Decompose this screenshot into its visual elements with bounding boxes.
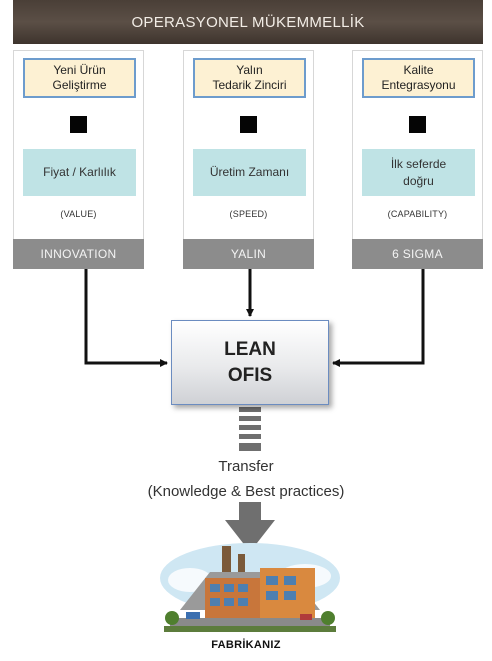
top-box: Yeni Ürün Geliştirme — [23, 58, 136, 98]
mid-box: İlk seferde doğru — [362, 149, 475, 196]
column-6-sigma: Kalite Entegrasyonu İlk seferde doğru (C… — [352, 50, 483, 269]
factory-label: FABRİKANIZ — [211, 639, 281, 651]
foot-label: 6 SIGMA — [352, 239, 483, 269]
transfer-line: Transfer — [218, 458, 274, 475]
top-box-line: Geliştirme — [52, 78, 107, 92]
mid-box-line: Fiyat / Karlılık — [43, 165, 116, 179]
mid-box: Fiyat / Karlılık — [23, 149, 136, 196]
paren-label: (SPEED) — [229, 209, 268, 219]
column-yalin: Yalın Tedarik Zinciri Üretim Zamanı (SPE… — [183, 50, 314, 269]
top-box: Yalın Tedarik Zinciri — [193, 58, 306, 98]
paren-label: (VALUE) — [60, 209, 97, 219]
paren-label: (CAPABILITY) — [387, 209, 448, 219]
foot-label: YALIN — [183, 239, 314, 269]
foot-label: INNOVATION — [13, 239, 144, 269]
black-square-icon — [70, 116, 87, 133]
top-box-line: Kalite — [403, 63, 434, 77]
ofis-line: OFIS — [227, 364, 273, 386]
top-box: Kalite Entegrasyonu — [362, 58, 475, 98]
mid-box-line: Üretim Zamanı — [209, 165, 290, 179]
transfer-label: Transfer (Knowledge & Best practices) — [0, 454, 492, 504]
top-box-line: Entegrasyonu — [381, 78, 456, 92]
top-box-line: Tedarik Zinciri — [212, 78, 287, 92]
mid-box: Üretim Zamanı — [193, 149, 306, 196]
factory-icon — [160, 543, 340, 632]
banner-title: OPERASYONEL MÜKEMMELLİK — [13, 0, 483, 44]
mid-box-line: İlk seferde — [390, 156, 447, 171]
top-box-line: Yeni Ürün — [53, 63, 106, 77]
column-innovation: Yeni Ürün Geliştirme Fiyat / Karlılık (V… — [13, 50, 144, 269]
lean-line: LEAN — [224, 338, 276, 360]
mid-box-line: doğru — [403, 173, 434, 188]
lean-office-box: LEAN OFIS — [171, 320, 329, 405]
top-box-line: Yalın — [236, 63, 263, 77]
black-square-icon — [240, 116, 257, 133]
left-arrow — [84, 269, 168, 367]
transfer-subline: (Knowledge & Best practices) — [147, 483, 345, 500]
transfer-arrow — [225, 407, 275, 552]
right-arrow — [332, 269, 425, 367]
black-square-icon — [409, 116, 426, 133]
